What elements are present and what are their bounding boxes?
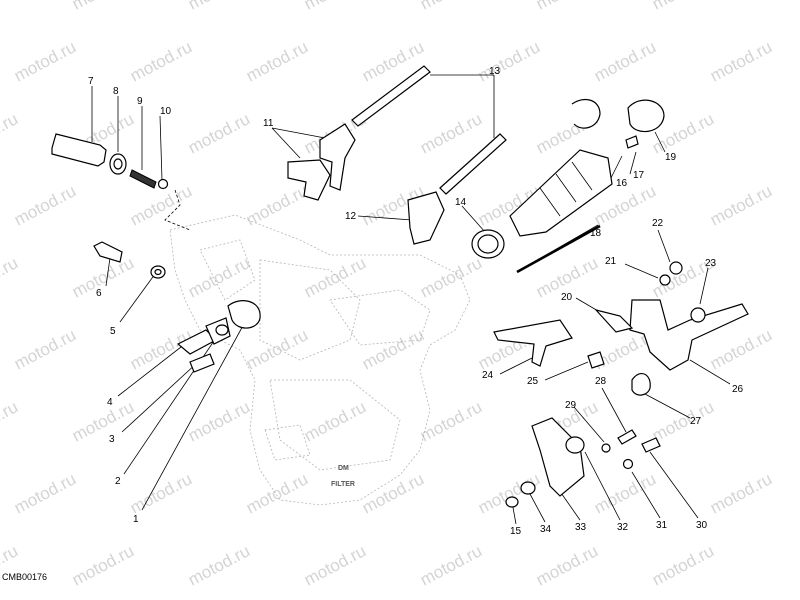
watermark-text: motod.ru [69,0,137,14]
callout-32: 32 [617,522,629,533]
watermark-text: motod.ru [417,253,485,301]
callout-1: 1 [133,514,139,525]
callout-21: 21 [605,256,617,267]
engine-filter-label: FILTER [331,481,355,488]
watermark-text: motod.ru [69,397,137,445]
watermark-text: motod.ru [0,541,21,589]
watermark-text: motod.ru [301,541,369,589]
callout-24: 24 [482,370,494,381]
watermark-text: motod.ru [185,0,253,14]
watermark-text: motod.ru [417,0,485,14]
selector-drum [471,98,665,259]
callout-33: 33 [575,522,587,533]
watermark-text: motod.ru [417,109,485,157]
watermark-text: motod.ru [417,397,485,445]
shift-forks-and-rods [287,65,507,245]
watermark-text: motod.ru [301,397,369,445]
callout-18: 18 [590,228,602,239]
callout-2: 2 [115,476,121,487]
watermark-text: motod.ru [185,541,253,589]
callout-29: 29 [565,400,577,411]
watermark-text: motod.ru [127,469,195,517]
watermark-text: motod.ru [11,325,79,373]
callout-15: 15 [510,526,522,537]
callout-23: 23 [705,258,717,269]
watermark-text: motod.ru [707,469,775,517]
callout-22: 22 [652,218,664,229]
callout-19: 19 [665,152,677,163]
watermark-text: motod.ru [417,541,485,589]
watermark-text: motod.ru [591,469,659,517]
watermark-text: motod.ru [301,253,369,301]
callout-7: 7 [88,76,94,87]
callout-11: 11 [263,118,274,129]
drawing-code: CMB00176 [2,572,47,582]
callout-25: 25 [527,376,539,387]
watermark-text: motod.ru [533,0,601,14]
watermark-text: motod.ru [11,37,79,85]
watermark-text: motod.ru [243,37,311,85]
callout-8: 8 [113,86,119,97]
watermark-text: motod.ru [707,37,775,85]
callout-30: 30 [696,520,708,531]
watermark-text: motod.ru [533,541,601,589]
watermark-text: motod.ru [0,109,21,157]
watermark-text: motod.ru [649,397,717,445]
watermark-text: motod.ru [243,181,311,229]
callout-28: 28 [595,376,607,387]
engine-mark-label: DM [338,465,349,472]
shift-pin-parts [51,133,169,279]
watermark-text: motod.ru [0,253,21,301]
watermark-text: motod.ru [359,325,427,373]
watermark-text: motod.ru [707,181,775,229]
watermark-text: motod.ru [301,0,369,14]
watermark-text: motod.ru [243,325,311,373]
callout-16: 16 [616,178,628,189]
watermark-text: motod.ru [475,469,543,517]
watermark-text: motod.ru [11,181,79,229]
callout-6: 6 [96,288,102,299]
pedal-linkage-parts [176,300,261,373]
callout-3: 3 [109,434,115,445]
callout-10: 10 [160,106,172,117]
callout-9: 9 [137,96,143,107]
callout-20: 20 [561,292,573,303]
watermark-text: motod.ru [127,37,195,85]
engine-casing-outline: DM FILTER [169,214,471,506]
callout-31: 31 [656,520,668,531]
callout-5: 5 [110,326,116,337]
watermark-text: motod.ru [69,541,137,589]
watermark-text: motod.ru [0,0,21,14]
callout-12: 12 [345,211,357,222]
callout-17: 17 [633,170,645,181]
watermark-text: motod.ru [649,541,717,589]
callout-27: 27 [690,416,702,427]
callout-13: 13 [489,66,501,77]
watermark-text: motod.ru [591,37,659,85]
callout-26: 26 [732,384,744,395]
watermark-text: motod.ru [707,325,775,373]
callout-34: 34 [540,524,552,535]
callout-4: 4 [107,397,113,408]
watermark-text: motod.ru [185,109,253,157]
leader-lines [91,74,731,525]
watermark-text: motod.ru [69,253,137,301]
watermark-text: motod.ru [649,0,717,14]
watermark-text: motod.ru [185,253,253,301]
watermark-text: motod.ru [475,37,543,85]
watermark-text: motod.ru [185,397,253,445]
watermark-text: motod.ru [359,469,427,517]
callout-14: 14 [455,197,467,208]
gearshift-lever-assembly [493,261,749,508]
watermark-text: motod.ru [11,469,79,517]
watermark-text: motod.ru [0,397,21,445]
watermark-text: motod.ru [243,469,311,517]
callout-numbers: 1 2 3 4 5 6 7 8 9 10 11 12 13 14 15 16 1… [88,66,744,537]
